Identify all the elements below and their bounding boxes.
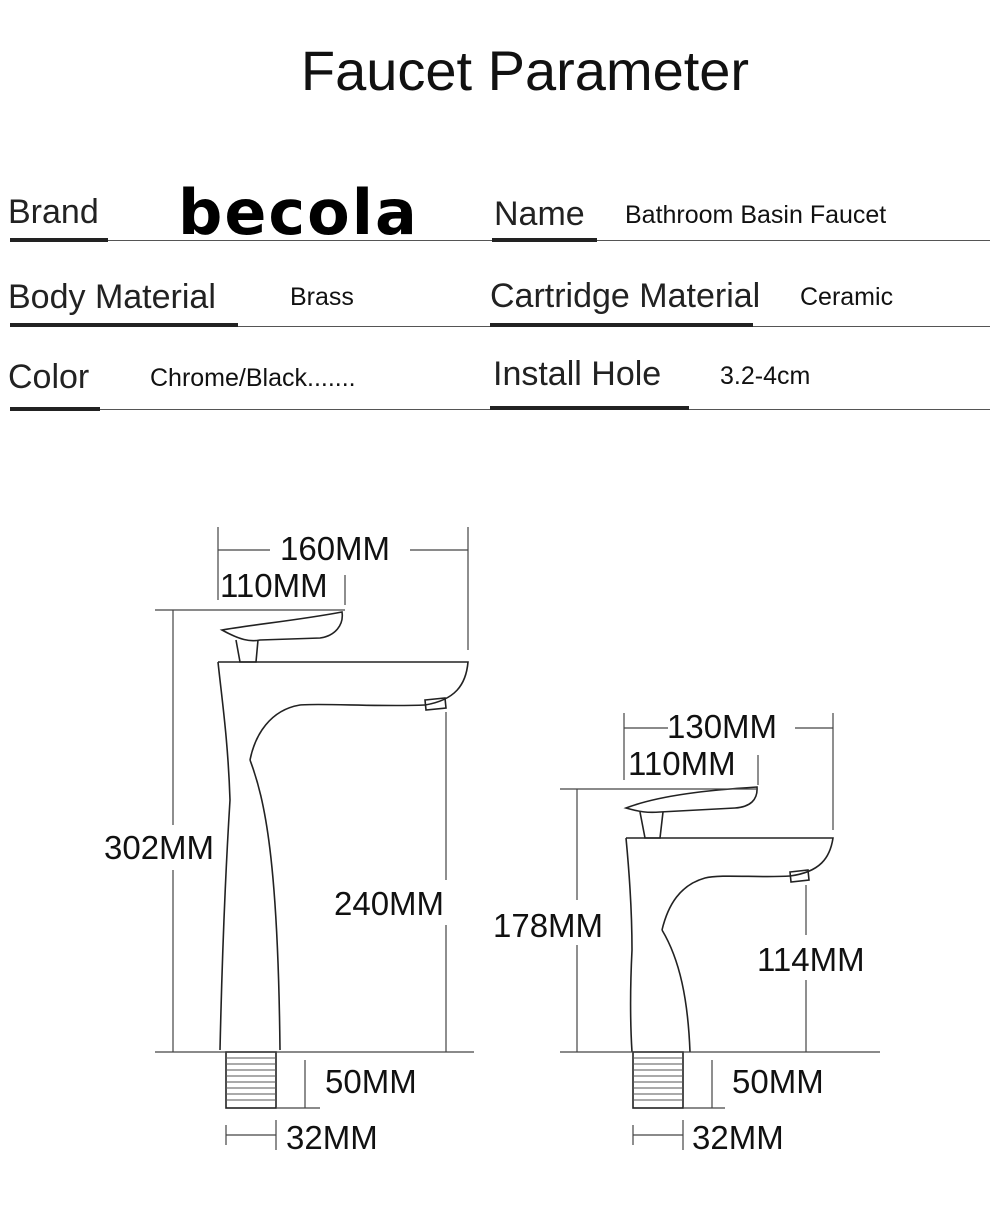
short-width-total-label: 130MM: [667, 708, 777, 745]
short-dimension-lines: [560, 713, 880, 1150]
page-title: Faucet Parameter: [300, 39, 750, 102]
tall-width-total-label: 160MM: [280, 530, 390, 567]
short-thread-lines: [633, 1057, 683, 1101]
cartridge-material-value: Ceramic: [800, 283, 894, 311]
tall-faucet-outline: [217, 611, 469, 1109]
tall-dimension-lines: [155, 527, 474, 1150]
label-underline: [10, 323, 238, 327]
name-label: Name: [494, 195, 585, 233]
tall-handle-width-label: 110MM: [220, 567, 328, 604]
short-thread-length-label: 50MM: [732, 1063, 824, 1100]
short-handle-width-label: 110MM: [628, 745, 736, 782]
cartridge-material-label: Cartridge Material: [490, 277, 761, 315]
brand-logo: becola: [178, 176, 419, 249]
tall-thread-diameter-label: 32MM: [286, 1119, 378, 1156]
label-underline: [10, 238, 108, 242]
tall-thread-lines: [226, 1057, 276, 1101]
color-label: Color: [8, 358, 90, 396]
tall-thread-length-label: 50MM: [325, 1063, 417, 1100]
short-faucet-outline: [623, 786, 834, 1109]
label-underline: [492, 238, 597, 242]
tall-height-total-label: 302MM: [104, 829, 214, 866]
install-hole-value: 3.2-4cm: [720, 362, 811, 390]
install-hole-label: Install Hole: [493, 355, 662, 393]
short-height-total-label: 178MM: [493, 907, 603, 944]
label-underline: [490, 323, 753, 327]
body-material-label: Body Material: [8, 278, 216, 316]
color-value: Chrome/Black.......: [150, 364, 356, 392]
label-underline: [10, 407, 100, 411]
short-spout-height-label: 114MM: [757, 941, 865, 978]
tall-spout-height-label: 240MM: [334, 885, 444, 922]
label-underline: [490, 406, 689, 410]
brand-label: Brand: [8, 193, 99, 231]
name-value: Bathroom Basin Faucet: [625, 201, 887, 229]
body-material-value: Brass: [290, 283, 354, 311]
short-thread-diameter-label: 32MM: [692, 1119, 784, 1156]
